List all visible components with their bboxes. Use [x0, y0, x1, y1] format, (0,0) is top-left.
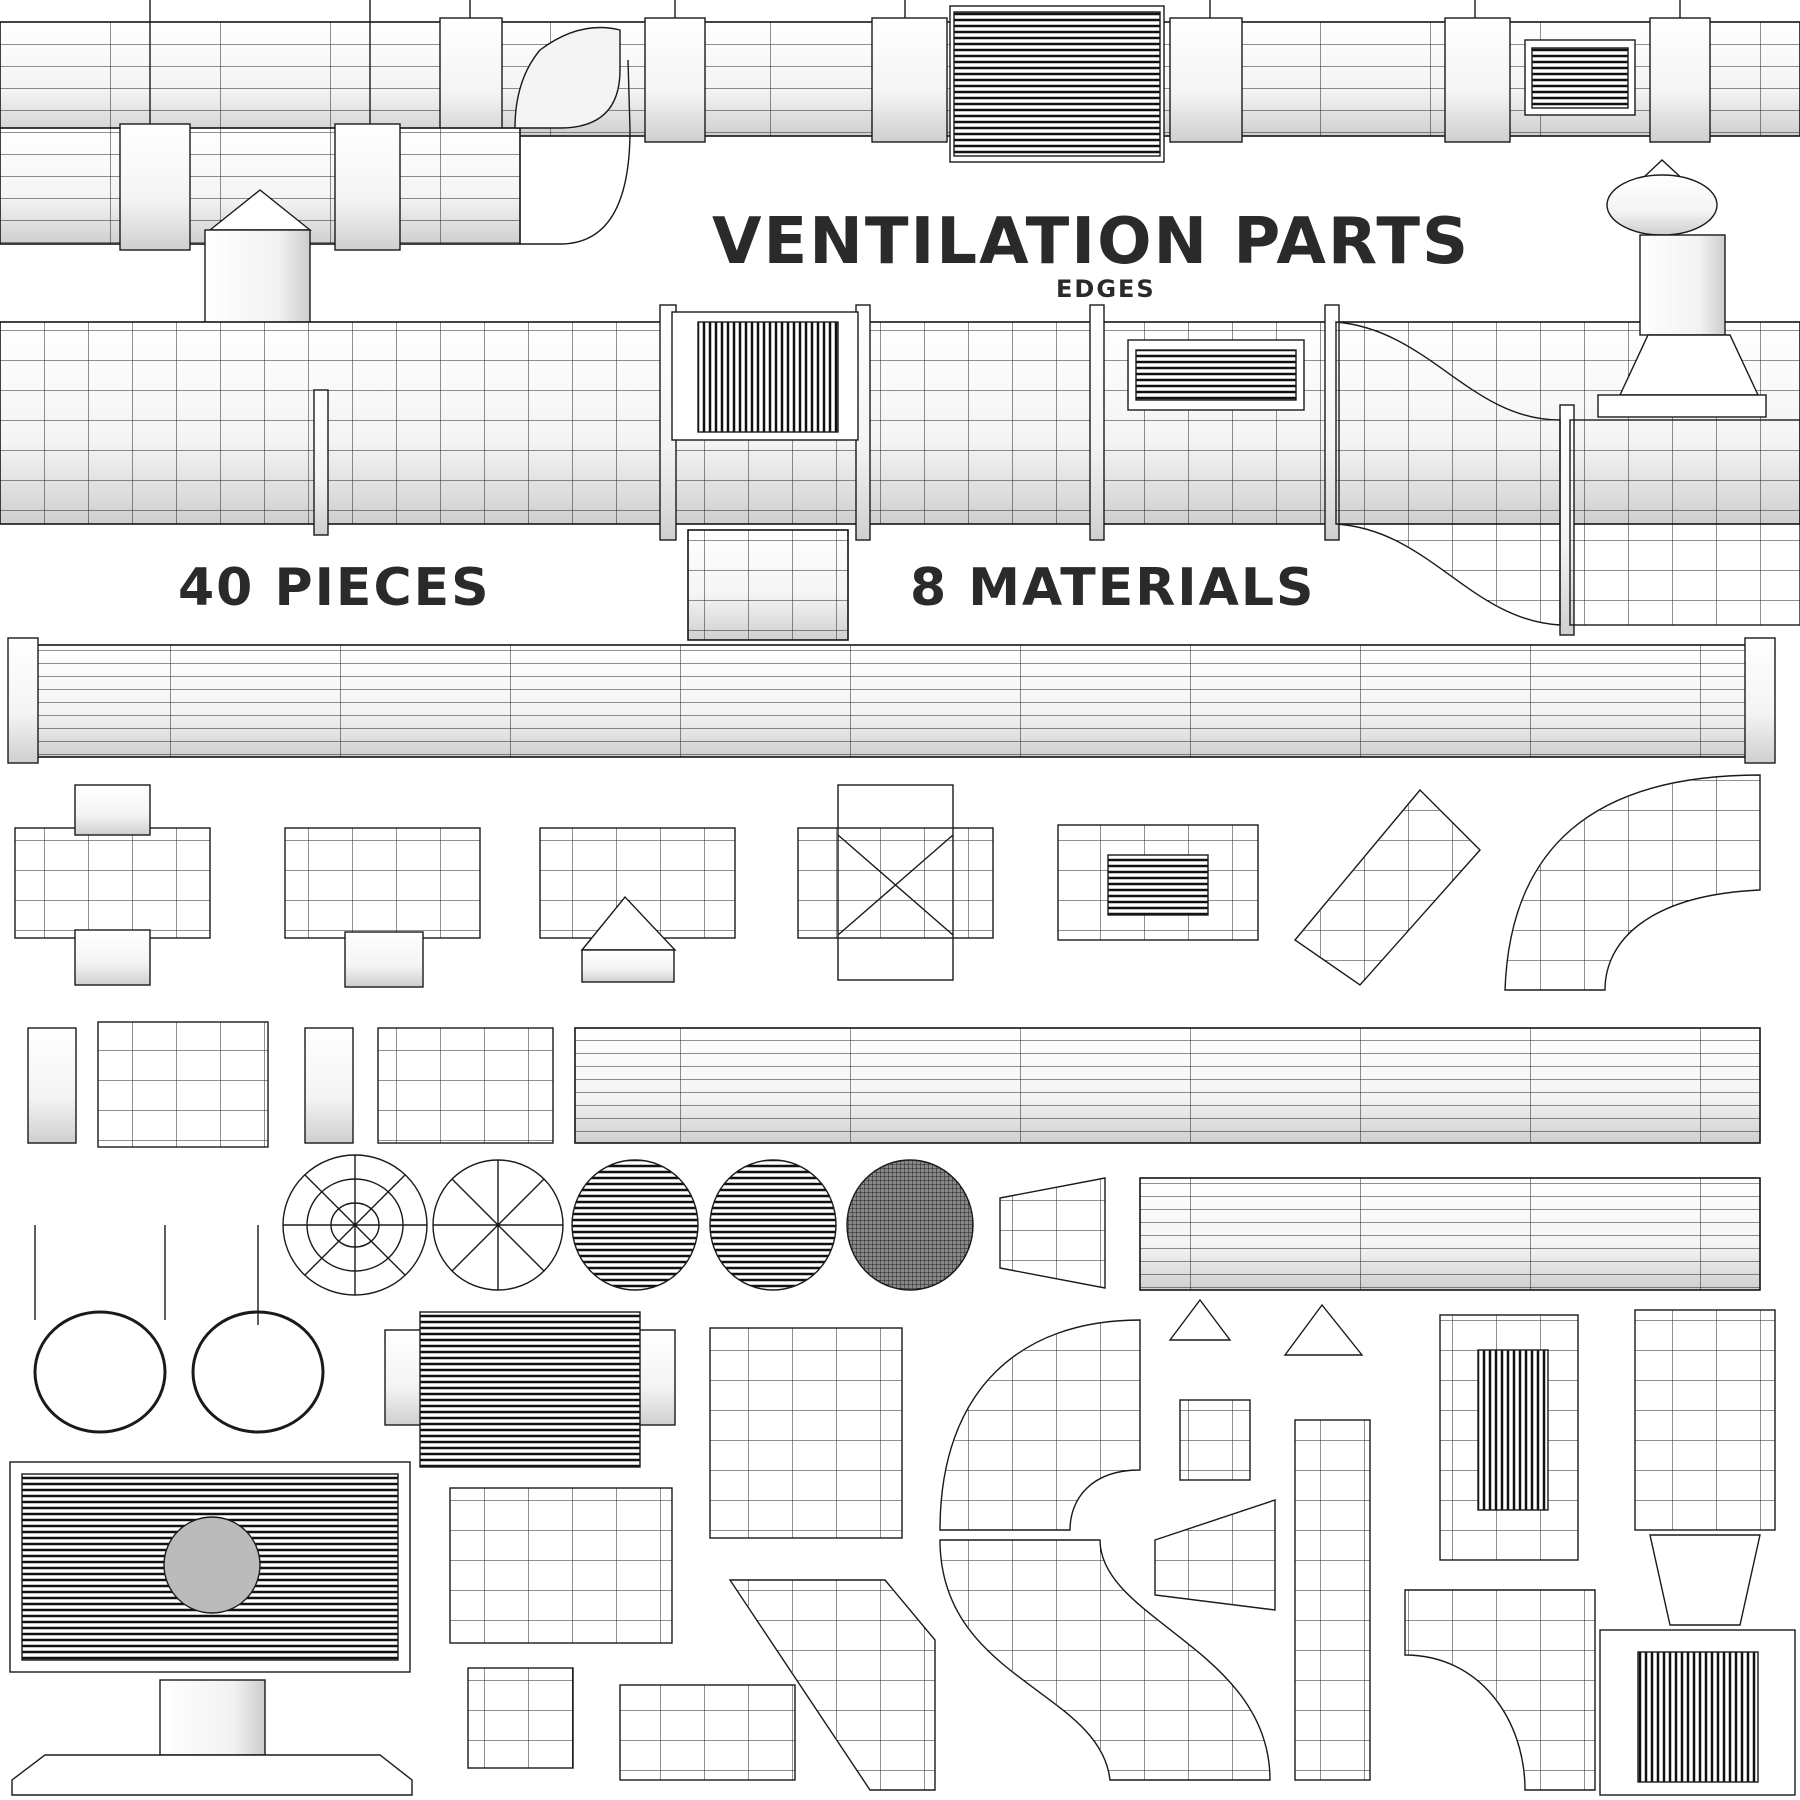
row6-round-diffusers [33, 1154, 1761, 1434]
subtitle: EDGES [1056, 275, 1156, 303]
row7-rect-parts [9, 1298, 1796, 1796]
row2-rect-duct-network [0, 159, 1800, 641]
row4-round-fittings [14, 774, 1761, 991]
page-title: VENTILATION PARTS [712, 205, 1471, 279]
row5-straight-ducts [27, 1021, 1761, 1148]
materials-count-label: 8 MATERIALS [910, 558, 1316, 618]
pieces-count-label: 40 PIECES [178, 558, 491, 618]
row1-duct-network [0, 0, 1800, 394]
row3-long-duct [7, 637, 1776, 764]
